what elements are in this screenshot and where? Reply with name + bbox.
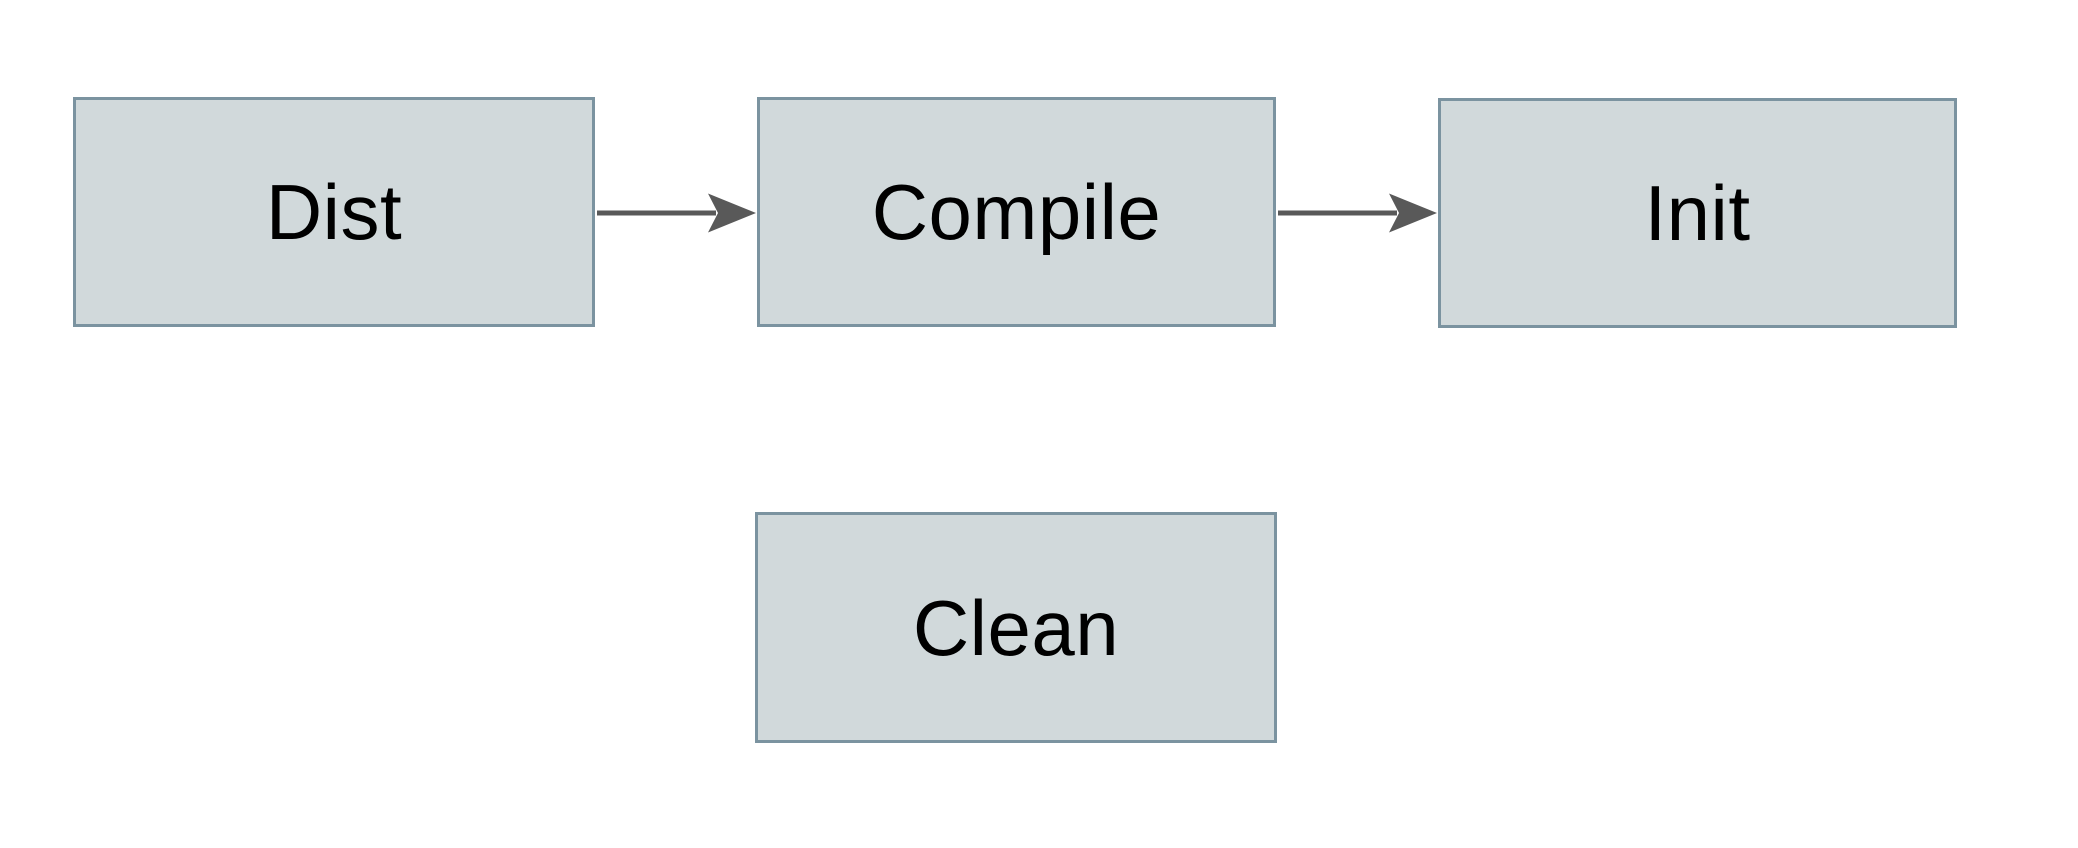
arrow-compile-to-init [1278, 193, 1437, 233]
arrow-compile-to-init-head-icon [1389, 193, 1437, 233]
node-dist[interactable]: Dist [73, 97, 595, 327]
node-compile[interactable]: Compile [757, 97, 1276, 327]
node-compile-label: Compile [871, 168, 1162, 256]
node-init[interactable]: Init [1438, 98, 1957, 328]
node-init-label: Init [1644, 169, 1751, 257]
node-clean[interactable]: Clean [755, 512, 1277, 743]
arrow-dist-to-compile [597, 193, 756, 233]
node-clean-label: Clean [912, 583, 1120, 672]
arrow-dist-to-compile-head-icon [708, 193, 756, 233]
node-dist-label: Dist [265, 168, 403, 256]
